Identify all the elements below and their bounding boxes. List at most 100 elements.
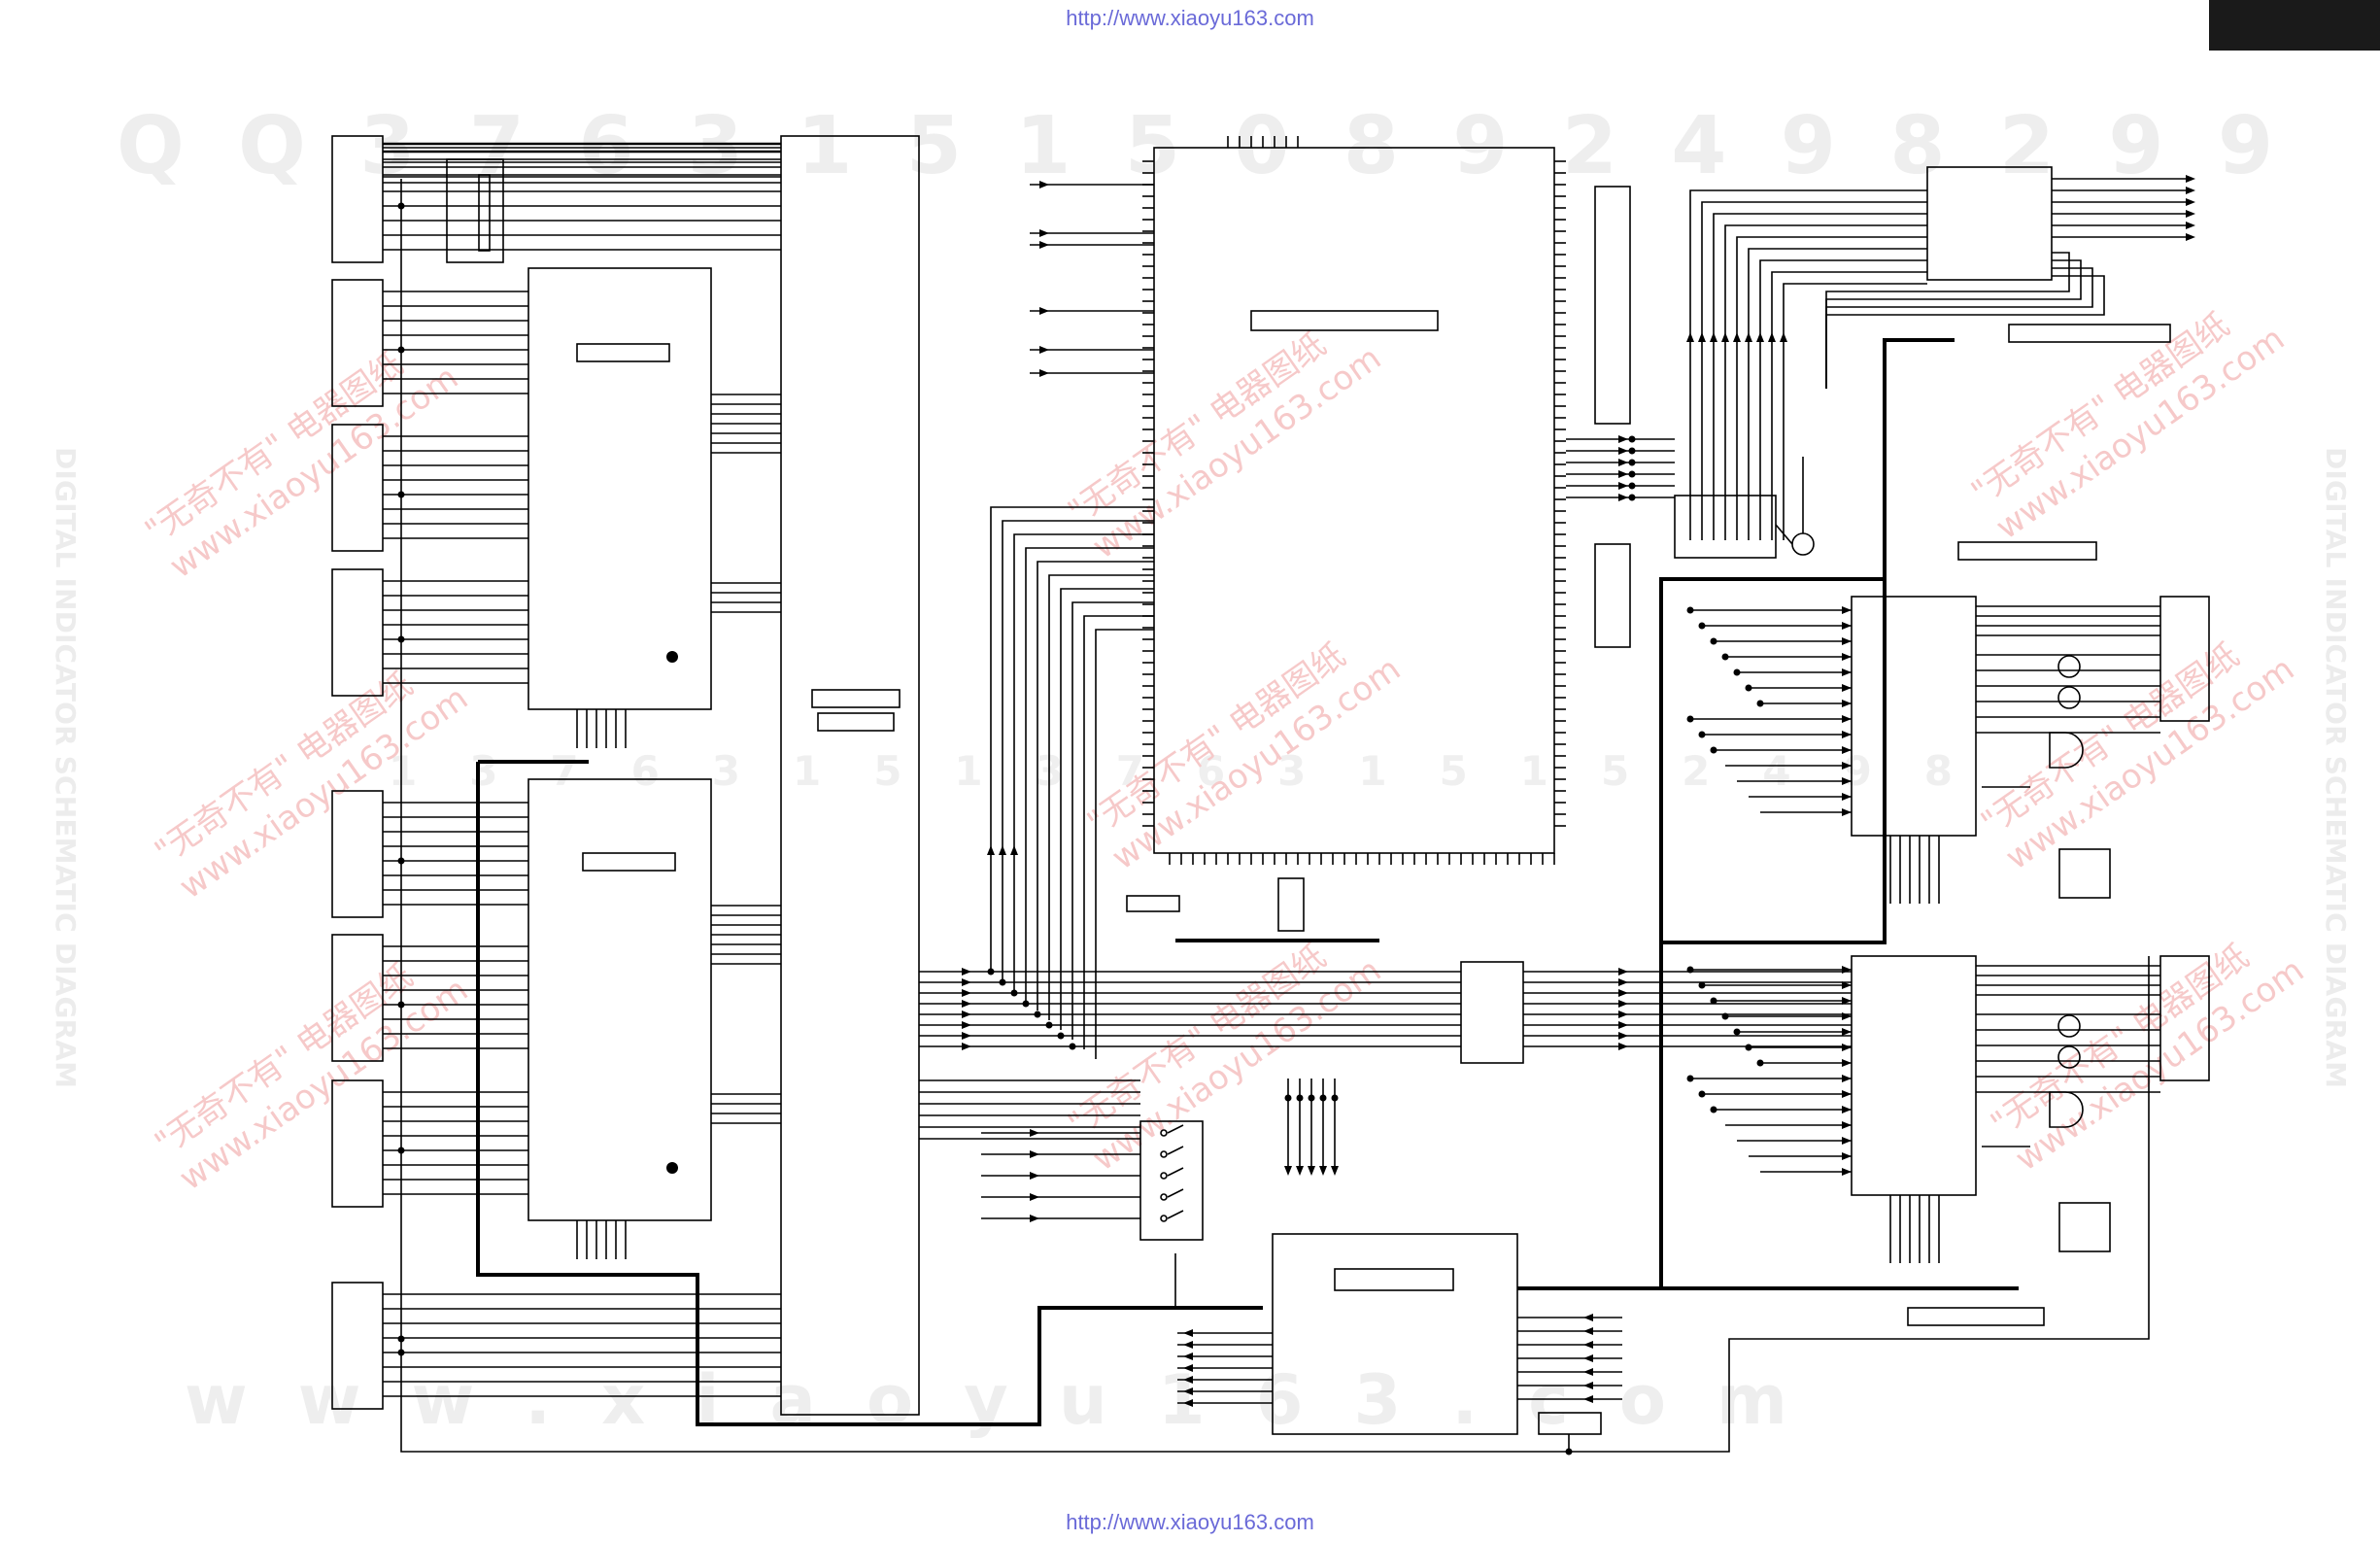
top-right-label — [2008, 324, 2171, 343]
driver-ic-lower-label — [582, 852, 676, 872]
junction-dot — [1284, 1094, 1292, 1102]
ground-bus-3 — [1659, 338, 1955, 1288]
switch-blade — [1167, 1124, 1184, 1134]
arrow-right — [2186, 175, 2195, 183]
mcu-bus-line — [1037, 561, 1154, 1010]
top-right-bus — [1748, 248, 1927, 540]
connector-cn2 — [331, 279, 384, 407]
display-driver-upper — [1851, 596, 1977, 837]
connector-cn4 — [331, 568, 384, 697]
arrow-down — [1284, 1166, 1292, 1176]
arrow-right — [1618, 1043, 1628, 1050]
arrow-right — [1039, 307, 1049, 315]
arrow-right — [1842, 622, 1852, 630]
top-right-ic — [1926, 166, 2053, 281]
junction-dot — [1628, 494, 1636, 501]
arrow-right — [1842, 1090, 1852, 1098]
junction-dot — [397, 1335, 405, 1343]
arrow-right — [962, 989, 971, 997]
regulator-lower — [2058, 1202, 2111, 1252]
oscillator — [1277, 877, 1305, 932]
arrow-right — [962, 1000, 971, 1008]
arrow-right — [1842, 606, 1852, 614]
ground-bus-4 — [1659, 577, 1885, 942]
mcu-bus-line — [1048, 574, 1154, 1020]
arrow-right — [1618, 447, 1628, 455]
arrow-left — [1583, 1354, 1593, 1362]
mcu-bus-line — [1095, 629, 1154, 1059]
arrow-up — [1733, 332, 1741, 342]
arrow-right — [1842, 1075, 1852, 1082]
connector-cn3 — [331, 424, 384, 552]
arrow-right — [1030, 1172, 1039, 1180]
arrow-right — [1618, 494, 1628, 501]
top-right-return — [1825, 252, 2070, 389]
arrow-right — [962, 1043, 971, 1050]
arrow-right — [1618, 968, 1628, 976]
junction-dot — [1710, 997, 1717, 1005]
top-right-return — [1825, 275, 2105, 389]
junction-dot — [1034, 1010, 1041, 1018]
arrow-right — [1842, 808, 1852, 816]
bottom-ic-label — [1334, 1268, 1454, 1291]
arrow-up — [1721, 332, 1729, 342]
resistor-pack-2 — [1594, 543, 1631, 648]
arrow-right — [1842, 700, 1852, 707]
arrow-right — [1618, 1010, 1628, 1018]
watermark-top-row: Q Q 3 7 6 3 1 5 1 5 0 8 9 2 4 9 8 2 9 9 — [117, 100, 2273, 192]
arrow-right — [1030, 1193, 1039, 1201]
arrow-right — [962, 968, 971, 976]
junction-dot — [1756, 1059, 1764, 1067]
led-symbol — [2057, 1045, 2081, 1069]
arrow-right — [1842, 1152, 1852, 1160]
switch-blade — [1167, 1167, 1184, 1177]
resistor-pack-1 — [1594, 186, 1631, 425]
arrow-up — [1686, 332, 1694, 342]
arrow-right — [1842, 1168, 1852, 1176]
arrow-up — [999, 845, 1006, 855]
watermark-side-left: DIGITAL INDICATOR SCHEMATIC DIAGRAM — [50, 447, 82, 1088]
header-url[interactable]: http://www.xiaoyu163.com — [1066, 6, 1314, 30]
footer-url[interactable]: http://www.xiaoyu163.com — [1066, 1510, 1314, 1534]
switch-array — [1139, 1120, 1204, 1241]
junction-dot — [1745, 684, 1752, 692]
switch-blade — [1167, 1146, 1184, 1155]
junction-dot — [397, 1001, 405, 1009]
junction-dot — [1628, 447, 1636, 455]
arrow-right — [1039, 229, 1049, 237]
switch-blade — [1167, 1188, 1184, 1198]
main-mcu — [1153, 147, 1555, 854]
mcu-bus-line — [1002, 520, 1154, 981]
junction-dot — [1045, 1021, 1053, 1029]
junction-dot — [1628, 470, 1636, 478]
arrow-left — [1183, 1353, 1193, 1360]
arrow-right — [1842, 997, 1852, 1005]
switch-contact — [1160, 1150, 1168, 1158]
arrow-right — [1842, 981, 1852, 989]
arrow-up — [1745, 332, 1752, 342]
junction-dot — [397, 202, 405, 210]
arrow-right — [1842, 715, 1852, 723]
junction-dot — [397, 491, 405, 498]
switch-contact — [1160, 1172, 1168, 1180]
wire-group — [383, 136, 2186, 1404]
junction-dot — [397, 635, 405, 643]
arrow-right — [1842, 746, 1852, 754]
switch-contact — [1160, 1129, 1168, 1137]
logic-gate — [2049, 732, 2084, 769]
arrow-down — [1319, 1166, 1327, 1176]
mcu-bus-line — [1060, 588, 1154, 1030]
junction-dot — [1010, 989, 1018, 997]
arrow-right — [1842, 1106, 1852, 1113]
arrow-right — [1842, 1137, 1852, 1145]
arrow-right — [1618, 989, 1628, 997]
connector-cn7 — [331, 1079, 384, 1208]
arrow-up — [1768, 332, 1776, 342]
arrow-right — [2186, 187, 2195, 194]
driver-ic-upper-label — [576, 343, 670, 362]
arrow-up — [1010, 845, 1018, 855]
watermark-middle-row: 1 3 7 6 3 1 5 1 3 7 6 3 1 5 1 5 2 4 9 8 — [389, 747, 1953, 795]
arrow-up — [1756, 332, 1764, 342]
arrow-right — [1039, 369, 1049, 377]
junction-dot — [1698, 1090, 1706, 1098]
